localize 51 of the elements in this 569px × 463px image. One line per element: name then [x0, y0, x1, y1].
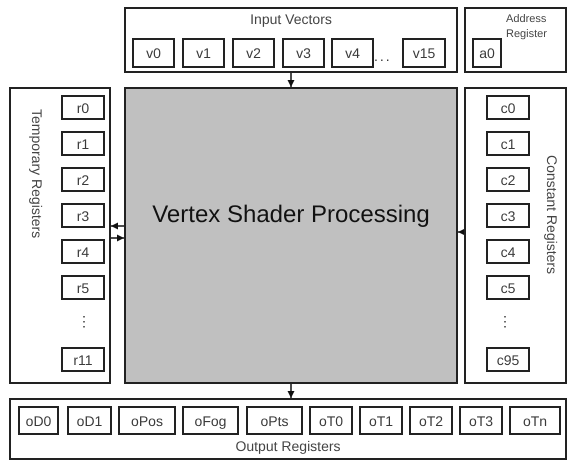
register-box: c0 — [486, 95, 530, 120]
group-title: Address Register — [506, 12, 548, 42]
register-box: v0 — [132, 38, 175, 68]
register-box: oT1 — [359, 406, 403, 435]
register-box: v2 — [232, 38, 275, 68]
register-box: oFog — [182, 406, 239, 435]
register-box: v4 — [331, 38, 374, 68]
ellipsis: ... — [374, 48, 392, 64]
register-box: r0 — [61, 95, 105, 120]
ellipsis: ⋮ — [498, 313, 514, 329]
register-box: c1 — [486, 131, 530, 156]
register-group — [464, 7, 567, 73]
group-title: Constant Registers — [543, 155, 560, 276]
register-box: c95 — [486, 347, 530, 372]
arrow — [288, 73, 294, 87]
register-box: r3 — [61, 203, 105, 228]
register-box: oT2 — [409, 406, 453, 435]
arrow — [288, 384, 294, 398]
register-box: v15 — [402, 38, 446, 68]
register-group — [464, 87, 567, 384]
register-box: v1 — [182, 38, 225, 68]
register-box: r5 — [61, 275, 105, 300]
register-box: r2 — [61, 167, 105, 192]
register-box: a0 — [472, 38, 502, 68]
register-group — [124, 7, 458, 73]
arrow — [111, 222, 124, 230]
ellipsis: ⋮ — [77, 313, 93, 329]
register-box: c5 — [486, 275, 530, 300]
register-box: oPts — [246, 406, 303, 435]
register-box: c4 — [486, 239, 530, 264]
group-title: Output Registers — [234, 438, 342, 454]
register-box: r4 — [61, 239, 105, 264]
processing-block — [124, 87, 458, 384]
register-box: v3 — [282, 38, 325, 68]
group-title: Input Vectors — [249, 11, 333, 27]
block-title: Vertex Shader Processing — [151, 200, 431, 230]
register-box: c3 — [486, 203, 530, 228]
group-title: Temporary Registers — [28, 109, 45, 240]
register-box: oD1 — [67, 406, 112, 435]
register-box: r1 — [61, 131, 105, 156]
register-box: oT3 — [459, 406, 503, 435]
arrow — [111, 234, 124, 242]
register-group — [9, 87, 111, 384]
register-box: oPos — [118, 406, 176, 435]
register-box: c2 — [486, 167, 530, 192]
register-box: oTn — [509, 406, 561, 435]
arrow — [458, 228, 465, 236]
register-box: r11 — [61, 347, 105, 372]
register-box: oT0 — [309, 406, 353, 435]
register-group — [9, 398, 567, 460]
register-box: oD0 — [18, 406, 59, 435]
